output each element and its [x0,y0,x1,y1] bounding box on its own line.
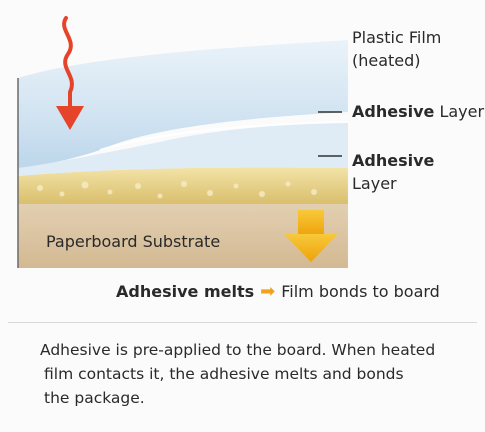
plastic-film [18,40,348,168]
caption-adhesive-melts: Adhesive melts [116,282,255,301]
heat-arrow-icon [62,16,74,112]
adhesive-layer-label-2-bold: Adhesive [352,151,435,170]
substrate-label: Paperboard Substrate [46,232,221,251]
plastic-film-label-heated: (heated) [352,50,421,72]
adhesive-layer-label-2: Adhesive [352,150,434,172]
note-line-2: film contacts it, the adhesive melts and… [44,365,404,383]
adhesive-layer-label-1-bold: Adhesive [352,102,435,121]
note-line-3: the package. [44,389,145,407]
adhesive-layer-label-2-rest: Layer [352,174,397,193]
right-arrow-icon: ➡ [260,281,276,302]
adhesive-layer-label-1: Adhesive Layer [352,101,484,123]
explanation-note: Adhesive is pre-applied to the board. Wh… [40,338,470,410]
process-caption: Adhesive melts ➡ Film bonds to board [116,281,440,302]
plastic-film-label-line2: (heated) [352,51,421,70]
down-arrow-icon [284,210,338,262]
caption-film-bonds: Film bonds to board [281,282,440,301]
note-line-1: Adhesive is pre-applied to the board. Wh… [40,341,436,359]
adhesive-film-layer [18,122,348,176]
divider [8,322,477,323]
adhesive-layer-label-1-rest: Layer [434,102,485,121]
adhesive-layer-label-2-line2: Layer [352,173,397,195]
plastic-film-label-line1: Plastic Film [352,28,442,47]
plastic-film-label: Plastic Film [352,27,441,49]
